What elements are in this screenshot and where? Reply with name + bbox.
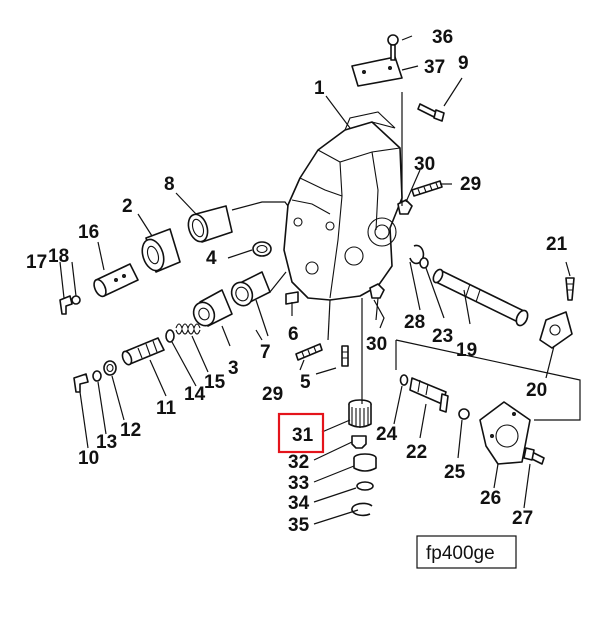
callout-8: 8 (164, 174, 175, 195)
callout-labels: 36 37 9 1 30 29 8 2 4 16 17 18 21 6 28 2… (26, 27, 568, 536)
housing-part[interactable] (283, 111, 403, 301)
sleeve-part[interactable] (139, 228, 181, 273)
callout-22: 22 (406, 442, 427, 463)
callout-29a: 29 (460, 174, 481, 195)
callout-6: 6 (288, 324, 299, 345)
callout-14: 14 (184, 384, 206, 405)
callout-18: 18 (48, 246, 69, 267)
cylinder-part[interactable] (228, 271, 271, 309)
screw-part[interactable] (387, 34, 399, 61)
callout-1: 1 (314, 78, 325, 99)
pin-part[interactable] (341, 345, 349, 367)
lever-screw-part[interactable] (565, 277, 575, 301)
stud-part[interactable] (411, 180, 443, 197)
callout-29b: 29 (262, 384, 283, 405)
highlight-box (277, 412, 325, 454)
bolt-part[interactable] (417, 103, 445, 122)
cover-bolt-part[interactable] (523, 447, 545, 465)
ball-part[interactable] (458, 408, 470, 420)
callout-7: 7 (260, 342, 271, 363)
callout-25: 25 (444, 462, 466, 483)
shaft-o-ring-part[interactable] (419, 257, 429, 269)
o-ring-part[interactable] (165, 329, 175, 343)
callout-28: 28 (404, 312, 425, 333)
shaft-part[interactable] (431, 268, 529, 327)
fitting-part[interactable] (409, 377, 449, 413)
callout-17: 17 (26, 252, 47, 273)
plug-part[interactable] (103, 360, 117, 376)
callout-24: 24 (376, 424, 398, 445)
callout-20: 20 (526, 380, 547, 401)
ring-part[interactable] (252, 241, 272, 257)
small-washer-part[interactable] (71, 295, 81, 305)
bushing-part[interactable] (185, 205, 233, 244)
cap-part[interactable] (351, 435, 367, 449)
drawing-code: fp400ge (416, 535, 517, 569)
leader-lines (59, 35, 581, 525)
cover-plate-part[interactable] (351, 56, 403, 87)
callout-11: 11 (156, 398, 177, 419)
end-cover-part[interactable] (479, 401, 531, 465)
callout-13: 13 (96, 432, 117, 453)
retaining-ring-part[interactable] (351, 502, 373, 517)
callout-2: 2 (122, 196, 133, 217)
callout-5: 5 (300, 372, 311, 393)
callout-27: 27 (512, 508, 533, 529)
callout-3: 3 (228, 358, 239, 379)
callout-34: 34 (288, 493, 310, 514)
plug-cap-part[interactable] (353, 453, 377, 472)
callout-19: 19 (456, 340, 477, 361)
callout-9: 9 (458, 53, 469, 74)
pin-clip-part[interactable] (59, 295, 73, 315)
callout-21: 21 (546, 234, 568, 255)
spool-part[interactable] (121, 337, 165, 366)
callout-36: 36 (432, 27, 453, 48)
piston-part[interactable] (190, 289, 233, 329)
fitting-o-ring-part[interactable] (399, 374, 409, 386)
callout-23: 23 (432, 326, 453, 347)
dowel-part[interactable] (285, 291, 299, 305)
clip-part[interactable] (73, 373, 89, 393)
drawing-code-label: fp400ge (426, 543, 495, 564)
washer-part[interactable] (92, 370, 102, 382)
filter-part[interactable] (348, 399, 372, 428)
callout-4: 4 (206, 248, 217, 269)
callout-37: 37 (424, 57, 445, 78)
nut-part[interactable] (397, 199, 413, 215)
lever-part[interactable] (539, 311, 573, 349)
valve-part[interactable] (92, 263, 139, 298)
callout-26: 26 (480, 488, 501, 509)
callout-10: 10 (78, 448, 99, 469)
callout-30b: 30 (366, 334, 387, 355)
callout-15: 15 (204, 372, 226, 393)
callout-32: 32 (288, 452, 309, 473)
callout-35: 35 (288, 515, 310, 536)
callout-30a: 30 (414, 154, 435, 175)
lower-nut-part[interactable] (369, 283, 385, 299)
lower-stud-part[interactable] (295, 343, 323, 361)
drawing-code-box (416, 535, 517, 569)
callout-33: 33 (288, 473, 309, 494)
spring-part[interactable] (175, 323, 201, 335)
callout-12: 12 (120, 420, 141, 441)
callout-16: 16 (78, 222, 99, 243)
seal-ring-part[interactable] (356, 481, 374, 491)
callout-31: 31 (292, 425, 314, 446)
